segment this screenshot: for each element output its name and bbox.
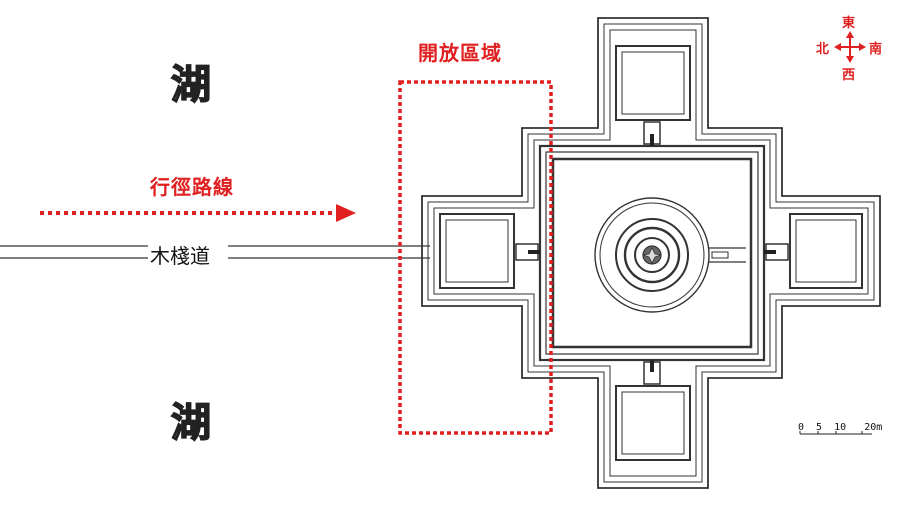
boardwalk-label: 木棧道 <box>149 240 211 269</box>
compass-rose <box>834 31 866 63</box>
compass-east-label: 東 <box>842 16 856 31</box>
boardwalk <box>0 245 430 259</box>
fortress-plan <box>421 17 881 489</box>
route-label: 行徑路線 <box>150 175 234 199</box>
lake-label-top: 湖 <box>170 61 212 109</box>
compass-north-label: 北 <box>816 42 830 57</box>
scale-bar-label: 0 5 10 20m <box>798 422 883 433</box>
open-area-label: 開放區域 <box>418 41 502 65</box>
scale-bar <box>799 431 872 435</box>
compass-south-label: 南 <box>869 42 883 57</box>
lake-label-bottom: 湖 <box>170 399 212 447</box>
compass-west-label: 西 <box>842 68 856 83</box>
open-area-boundary <box>398 80 553 435</box>
route-arrow <box>40 204 356 222</box>
